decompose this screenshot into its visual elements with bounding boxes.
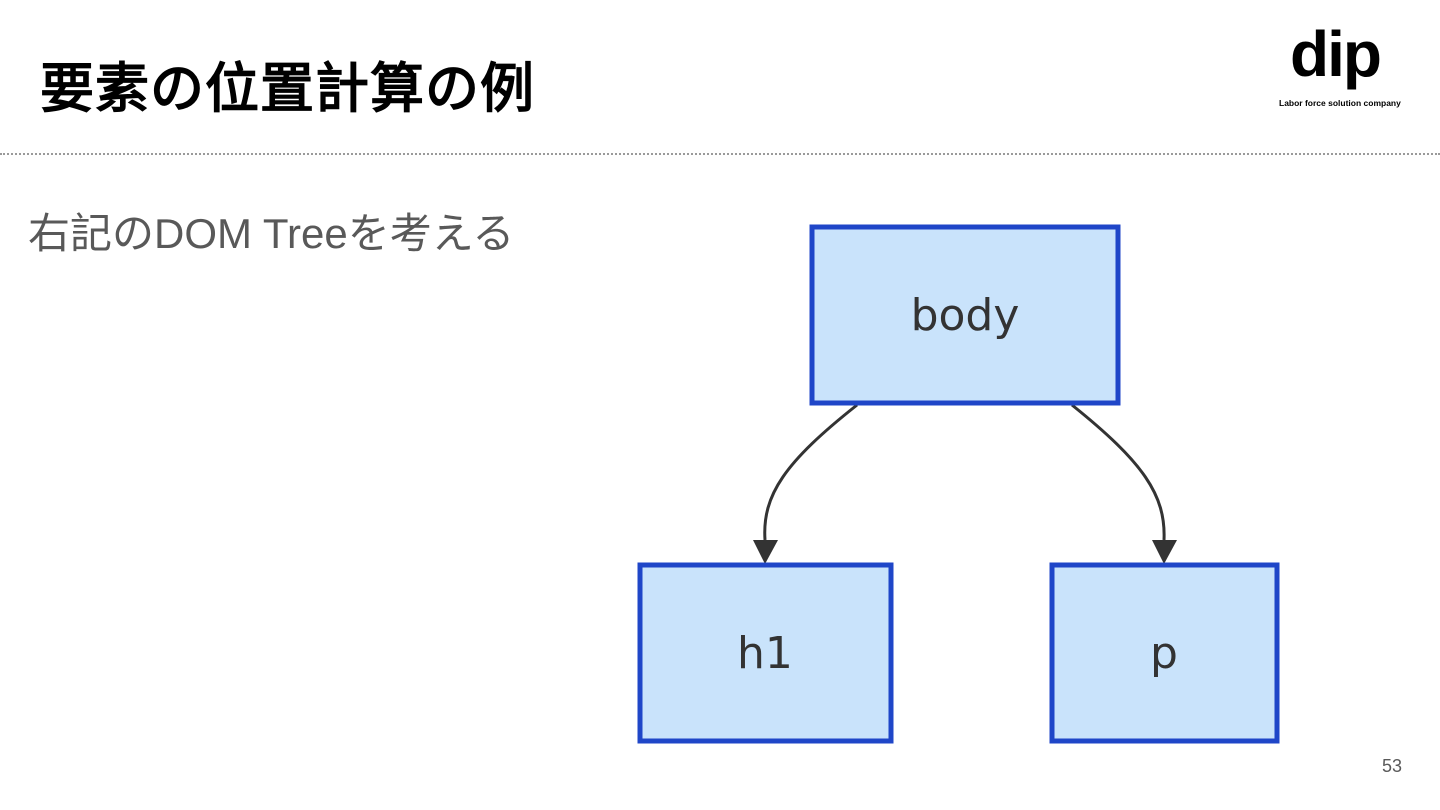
node-h1-box	[637, 562, 894, 744]
node-body-label: body	[911, 290, 1020, 341]
arrowhead-p	[1152, 540, 1177, 564]
dip-logo: dip Labor force solution company	[1276, 22, 1416, 112]
node-p: p	[1049, 562, 1280, 744]
logo-wordmark: dip	[1290, 18, 1382, 90]
logo-tagline: Labor force solution company	[1279, 98, 1401, 108]
title-divider	[0, 153, 1440, 155]
edge-body-to-h1	[763, 403, 858, 541]
node-h1-label: h1	[737, 628, 793, 679]
edge-body-to-p	[1071, 403, 1166, 541]
body-text: 右記のDOM Treeを考える	[28, 210, 515, 257]
node-p-label: p	[1150, 628, 1178, 679]
page-number: 53	[1382, 756, 1403, 776]
arrowhead-h1	[753, 540, 778, 564]
node-body-box	[809, 224, 1121, 406]
node-body: body	[809, 224, 1121, 406]
slide-title: 要素の位置計算の例	[40, 57, 535, 120]
node-p-box	[1049, 562, 1280, 744]
node-h1: h1	[637, 562, 894, 744]
